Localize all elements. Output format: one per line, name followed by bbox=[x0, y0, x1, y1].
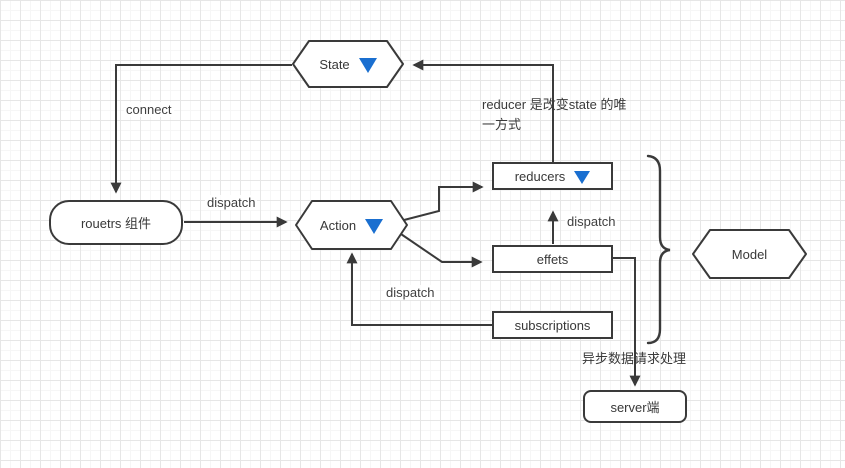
edge-subscriptions-to-action bbox=[346, 252, 492, 326]
edge-label-dispatch-effects: dispatch bbox=[565, 214, 618, 229]
edge-action-to-effects bbox=[397, 231, 483, 268]
node-server-label: server端 bbox=[610, 400, 660, 415]
node-state-label: State bbox=[319, 56, 350, 72]
node-routers-label: rouetrs 组件 bbox=[80, 216, 152, 231]
node-server[interactable]: server端 bbox=[583, 390, 687, 423]
hexagon-shape bbox=[292, 40, 404, 88]
edge-label-dispatch-routers: dispatch bbox=[205, 195, 258, 210]
node-model[interactable]: Model bbox=[692, 229, 807, 279]
async-note: 异步数据请求处理 bbox=[582, 351, 687, 366]
dropdown-triangle-icon bbox=[358, 58, 377, 73]
node-reducers[interactable]: reducers bbox=[492, 162, 613, 190]
node-subscriptions[interactable]: subscriptions bbox=[492, 311, 613, 339]
reducer-note: reducer 是改变state 的唯 一方式 bbox=[482, 95, 627, 135]
node-effects-label: effets bbox=[536, 251, 569, 267]
node-state[interactable]: State bbox=[292, 40, 404, 88]
reducer-note-line2: 一方式 bbox=[482, 117, 522, 132]
node-subscriptions-label: subscriptions bbox=[514, 317, 591, 333]
node-reducers-label: reducers bbox=[514, 168, 566, 184]
edge-action-to-reducers bbox=[403, 181, 484, 221]
dropdown-triangle-icon bbox=[365, 219, 384, 234]
node-action-label: Action bbox=[319, 217, 357, 233]
edge-reducers-to-state bbox=[412, 59, 554, 162]
edge-label-connect: connect bbox=[124, 102, 174, 117]
node-model-label: Model bbox=[731, 246, 768, 262]
edge-state-to-routers bbox=[110, 64, 292, 194]
dropdown-triangle-icon bbox=[574, 170, 591, 184]
node-routers[interactable]: rouetrs 组件 bbox=[49, 200, 183, 245]
node-effects[interactable]: effets bbox=[492, 245, 613, 273]
edge-label-dispatch-subscriptions: dispatch bbox=[384, 285, 437, 300]
hexagon-shape bbox=[295, 200, 408, 250]
hexagon-shape bbox=[692, 229, 807, 279]
model-group-brace bbox=[646, 154, 671, 345]
edge-effects-to-server bbox=[613, 257, 641, 387]
reducer-note-line1: reducer 是改变state 的唯 bbox=[482, 97, 627, 112]
node-action[interactable]: Action bbox=[295, 200, 408, 250]
